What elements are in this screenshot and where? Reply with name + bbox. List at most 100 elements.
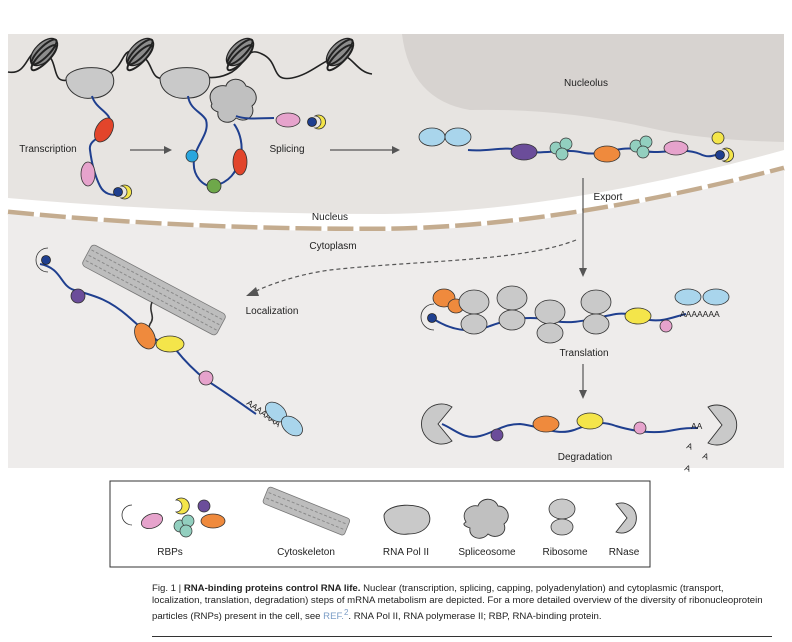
ribosome-icon [496, 285, 528, 331]
rnase-icon [707, 404, 738, 446]
nucleosome-icon [125, 37, 155, 72]
labels: Nucleolus Nucleus Cytoplasm Transcriptio… [19, 78, 622, 463]
translation-mrnp: AAAAAAA [420, 285, 730, 399]
spliceosome-icon [209, 78, 257, 123]
pabp-icon [281, 415, 303, 437]
cbc-icon [721, 147, 735, 163]
degraded-rna [441, 422, 699, 438]
polya-a: A [683, 462, 692, 473]
pabp-icon [418, 127, 446, 147]
label-localization: Localization [246, 306, 299, 317]
rbp-yellow [155, 335, 185, 353]
nascent-rna [88, 95, 119, 196]
legend-label-rnase: RNase [609, 547, 640, 558]
legend-cytoskeleton-icon [262, 486, 351, 536]
ribosome-icon [458, 289, 490, 335]
figure-caption: Fig. 1 | RNA-binding proteins control RN… [152, 583, 772, 624]
localization-arrowhead [246, 287, 259, 296]
cbc-icon [313, 114, 327, 130]
rbp-orange-crescent [35, 247, 49, 273]
rbp-pink [275, 112, 301, 128]
caption-text: Nuclear (transcription, splicing, cappin… [152, 583, 763, 623]
rbp-orange [134, 322, 156, 350]
label-nucleolus: Nucleolus [564, 78, 608, 89]
legend-rbps-icon [121, 497, 226, 538]
cap-icon [307, 117, 317, 127]
caption-abbreviations: . RNA Pol II, RNA polymerase II; RBP, RN… [348, 611, 602, 623]
rbp-teal-cluster [629, 135, 653, 159]
label-transcription: Transcription [19, 144, 76, 155]
rbp-orange [532, 415, 560, 433]
rbp-yellow-small [711, 131, 725, 145]
caption-title: RNA-binding proteins control RNA life. [183, 583, 361, 594]
label-degradation: Degradation [558, 452, 612, 463]
rbp-pink [663, 140, 689, 156]
label-export: Export [594, 192, 623, 203]
legend-label-rbps: RBPs [157, 547, 183, 558]
legend-ribosome-icon [548, 498, 576, 536]
rnase-icon [421, 403, 453, 445]
caption-reference-number[interactable]: 2 [343, 608, 349, 618]
ribosome-icon [534, 299, 566, 344]
nucleolus-region [402, 34, 784, 142]
cap-icon [113, 187, 123, 197]
rbp-teal-cluster [549, 137, 573, 161]
legend-label-spliceosome: Spliceosome [458, 547, 516, 558]
degradation-mrnp: AA A A A [421, 403, 738, 474]
nucleosome-icon [29, 37, 59, 72]
rbp-purple [490, 428, 504, 442]
rbp-orange-crescent [420, 303, 435, 331]
rbp-pink [659, 319, 673, 333]
rbp-red [232, 148, 248, 176]
cap-icon [41, 255, 51, 265]
polya-a: A [685, 440, 694, 451]
polya-tail-translation: AAAAAAA [680, 309, 720, 319]
cbc-icon [119, 184, 133, 200]
legend: RBPs Cytoskeleton RNA Pol II Spliceosome… [109, 480, 651, 568]
pabp-icon [674, 288, 702, 306]
cap-icon [427, 313, 437, 323]
nuclear-membrane [7, 165, 785, 232]
rbp-yellow [624, 307, 652, 325]
legend-spliceosome-icon [463, 498, 509, 539]
caption-fig-number: Fig. 1 | [152, 583, 182, 594]
rbp-red [94, 117, 114, 143]
legend-rna-pol-ii-icon [383, 504, 431, 535]
legend-label-ribosome: Ribosome [542, 547, 587, 558]
legend-label-cytoskeleton: Cytoskeleton [277, 547, 335, 558]
label-splicing: Splicing [269, 144, 304, 155]
pabp-icon [444, 127, 472, 147]
cytoplasm-region [8, 170, 784, 468]
rna-pol-ii-icon [159, 67, 211, 99]
label-cytoplasm: Cytoplasm [309, 241, 356, 252]
cap-icon [715, 150, 725, 160]
cytoskeleton-filament [82, 244, 226, 336]
rbp-pink [633, 421, 647, 435]
nucleosome-icon [325, 37, 355, 72]
polya-aa: AA [691, 421, 703, 431]
rbp-orange [593, 145, 621, 163]
caption-reference-link[interactable]: REF. [323, 611, 344, 623]
rbp-pink [80, 161, 96, 187]
rbp-green [206, 178, 222, 194]
chromatin [7, 37, 373, 200]
compartments [7, 34, 785, 468]
mature-mrnp [418, 127, 735, 163]
pabp-icon [702, 288, 730, 306]
ribosome-icon [580, 289, 612, 335]
rbp-cyan [185, 149, 199, 163]
rna-pol-ii-icon [65, 67, 115, 99]
label-translation: Translation [559, 348, 608, 359]
label-nucleus: Nucleus [312, 212, 348, 223]
rbp-purple [70, 288, 86, 304]
localization-mrnp: AAAAAAA [35, 239, 577, 437]
nuclear-arrows [130, 146, 587, 277]
legend-rnase-icon [615, 502, 637, 534]
polya-a: A [701, 450, 710, 461]
rbp-yellow [576, 412, 604, 430]
rbp-purple [510, 143, 538, 161]
nucleosome-icon [225, 37, 255, 72]
legend-label-rna-pol-ii: RNA Pol II [383, 547, 429, 558]
